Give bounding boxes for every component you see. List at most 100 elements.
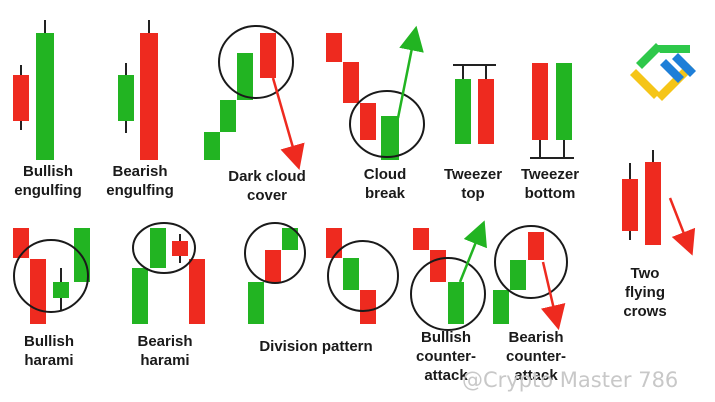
bullish-candle xyxy=(455,65,471,144)
bullish-candle xyxy=(118,63,134,133)
bullish-candle xyxy=(381,116,399,160)
down-arrow-icon xyxy=(668,197,696,256)
bearish-candle xyxy=(30,259,46,324)
bullish-candle xyxy=(150,228,166,268)
candle-body xyxy=(248,282,264,324)
bullish-candle xyxy=(493,290,509,324)
bearish-candle xyxy=(528,232,544,260)
candle-body xyxy=(343,258,359,290)
candle-body xyxy=(455,79,471,144)
candle-body xyxy=(528,232,544,260)
bullish-candle xyxy=(448,282,464,324)
bullish-candle xyxy=(53,268,69,310)
candle-body xyxy=(413,228,429,250)
bullish-candle xyxy=(220,100,236,132)
up-arrow-icon xyxy=(396,25,424,119)
candle-body xyxy=(204,132,220,160)
candle-body xyxy=(556,63,572,140)
candle-body xyxy=(645,162,661,245)
candle-body xyxy=(360,290,376,324)
candle-body xyxy=(132,268,148,324)
bearish-candle xyxy=(13,65,29,130)
bearish-candle xyxy=(265,250,281,282)
pattern-label-bullish-counter-attack: Bullish counter- attack xyxy=(416,329,476,384)
bearish-candle xyxy=(645,150,661,245)
bullish-candle xyxy=(204,132,220,160)
highlight-circles xyxy=(13,25,568,331)
candle-body xyxy=(493,290,509,324)
candle-body xyxy=(13,75,29,121)
highlight-circle xyxy=(410,257,486,331)
highlight-circle xyxy=(244,222,306,284)
bullish-candle xyxy=(132,268,148,324)
watermark-text: @Crypto Master 786 xyxy=(462,368,679,392)
candle-body xyxy=(265,250,281,282)
candle-body xyxy=(510,260,526,290)
candle-body xyxy=(30,259,46,324)
highlight-circle xyxy=(13,239,89,313)
up-arrow-icon xyxy=(458,220,487,283)
pattern-label-bearish-counter-attack: Bearish counter- attack xyxy=(506,329,566,384)
pattern-label-two-flying-crows: Two flying crows xyxy=(623,265,667,320)
candle-body xyxy=(622,179,638,231)
bearish-candle xyxy=(343,62,359,103)
candle-body xyxy=(140,33,158,160)
bearish-candle xyxy=(478,65,494,144)
pattern-label-tweezer-top: Tweezer top xyxy=(443,166,503,202)
candle-body xyxy=(260,33,276,78)
pattern-label-division-pattern: Division pattern xyxy=(259,338,373,355)
candle-body xyxy=(118,75,134,121)
candle-body xyxy=(326,228,342,258)
highlight-circle xyxy=(132,222,196,274)
bullish-candle xyxy=(237,53,253,100)
bullish-candle xyxy=(36,20,54,160)
candle-body xyxy=(343,62,359,103)
bearish-candle xyxy=(360,290,376,324)
logo-mark-icon xyxy=(630,43,696,101)
bullish-candle xyxy=(282,228,298,250)
bearish-candle xyxy=(622,163,638,240)
trend-arrows xyxy=(271,25,696,331)
highlight-circle xyxy=(349,90,425,158)
bearish-candle xyxy=(260,33,276,78)
bearish-candle xyxy=(326,228,342,258)
bearish-candle xyxy=(360,103,376,140)
bearish-candle xyxy=(413,228,429,250)
pattern-label-tweezer-bottom: Tweezer bottom xyxy=(520,166,580,202)
candle-body xyxy=(220,100,236,132)
bearish-candle xyxy=(532,63,548,158)
pattern-label-bullish-engulfing: Bullish engulfing xyxy=(14,163,82,199)
candle-body xyxy=(150,228,166,268)
candle-body xyxy=(532,63,548,140)
candle-body xyxy=(172,241,188,256)
pattern-label-cloud-break: Cloud break xyxy=(363,166,407,202)
candle-body xyxy=(282,228,298,250)
candle-body xyxy=(189,259,205,324)
candle-body xyxy=(237,53,253,100)
bearish-candle xyxy=(326,33,342,62)
candle-body xyxy=(326,33,342,62)
candle-body xyxy=(448,282,464,324)
bearish-candle xyxy=(140,20,158,160)
candle-body xyxy=(381,116,399,160)
pattern-label-bearish-harami: Bearish harami xyxy=(137,333,193,369)
candle-body xyxy=(430,250,446,282)
highlight-circle xyxy=(494,225,568,299)
bearish-candle xyxy=(189,259,205,324)
candle-body xyxy=(36,33,54,160)
bullish-candle xyxy=(343,258,359,290)
bullish-candle xyxy=(556,63,572,158)
pattern-label-bullish-harami: Bullish harami xyxy=(23,333,75,369)
candle-body xyxy=(478,79,494,144)
down-arrow-icon xyxy=(271,77,305,171)
bullish-candle xyxy=(510,260,526,290)
pattern-label-bearish-engulfing: Bearish engulfing xyxy=(106,163,174,199)
bearish-candle xyxy=(172,234,188,263)
highlight-circle xyxy=(218,25,294,99)
bearish-candle xyxy=(430,250,446,282)
candles-layer xyxy=(13,20,661,324)
highlight-circle xyxy=(327,240,399,312)
down-arrow-icon xyxy=(540,261,566,331)
bullish-candle xyxy=(248,282,264,324)
